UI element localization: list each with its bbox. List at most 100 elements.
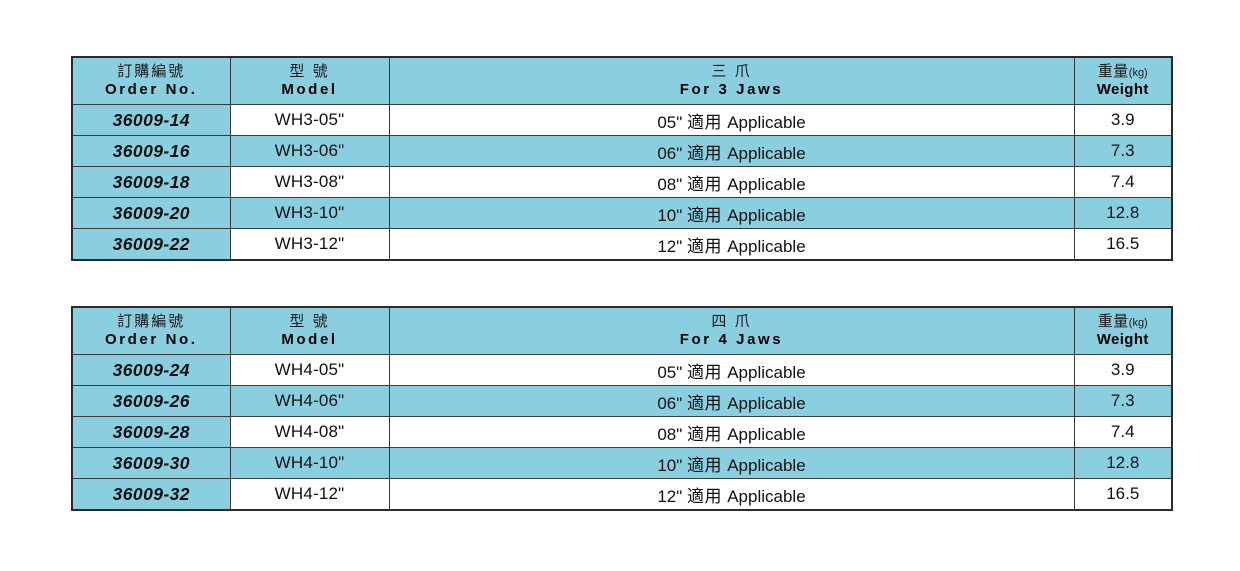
cell-applicable: 06" 適用 Applicable — [388, 135, 1075, 167]
cell-weight: 12.8 — [1073, 447, 1173, 479]
header-weight-cn: 重量(kg) — [1097, 313, 1148, 331]
header-order-no-en: Order No. — [104, 80, 198, 98]
cell-applicable-cn: 適用 — [686, 205, 728, 225]
cell-order-no: 36009-18 — [71, 166, 231, 198]
cell-applicable-cn: 適用 — [686, 393, 728, 413]
cell-applicable: 05" 適用 Applicable — [388, 354, 1075, 386]
cell-applicable-size: 10" — [657, 455, 687, 475]
header-for-jaws: 三 爪 For 3 Jaws — [388, 56, 1075, 105]
cell-model: WH3-10" — [229, 197, 390, 229]
cell-model: WH4-05" — [229, 354, 390, 386]
cell-applicable-cn: 適用 — [686, 236, 728, 256]
cell-order-no: 36009-28 — [71, 416, 231, 448]
cell-applicable-en: Applicable — [727, 393, 806, 413]
cell-model: WH4-12" — [229, 478, 390, 511]
cell-applicable-size: 05" — [657, 112, 687, 132]
cell-applicable: 06" 適用 Applicable — [388, 385, 1075, 417]
cell-applicable-cn: 適用 — [686, 424, 728, 444]
cell-applicable-size: 12" — [657, 486, 687, 506]
cell-order-no: 36009-32 — [71, 478, 231, 511]
cell-weight: 7.3 — [1073, 385, 1173, 417]
cell-weight: 3.9 — [1073, 104, 1173, 136]
cell-applicable-en: Applicable — [727, 143, 806, 163]
header-model-cn: 型 號 — [289, 313, 330, 331]
cell-weight: 16.5 — [1073, 478, 1173, 511]
header-weight: 重量(kg) Weight — [1073, 306, 1173, 355]
header-order-no-en: Order No. — [104, 330, 198, 348]
cell-order-no: 36009-22 — [71, 228, 231, 261]
cell-applicable: 10" 適用 Applicable — [388, 447, 1075, 479]
cell-applicable-size: 06" — [657, 393, 687, 413]
cell-order-no: 36009-14 — [71, 104, 231, 136]
cell-order-no: 36009-30 — [71, 447, 231, 479]
header-weight-unit: (kg) — [1128, 317, 1148, 330]
cell-applicable: 12" 適用 Applicable — [388, 228, 1075, 261]
cell-model: WH3-12" — [229, 228, 390, 261]
header-model: 型 號 Model — [229, 56, 390, 105]
cell-applicable: 08" 適用 Applicable — [388, 416, 1075, 448]
cell-order-no: 36009-16 — [71, 135, 231, 167]
cell-applicable: 10" 適用 Applicable — [388, 197, 1075, 229]
three-jaw-spec-table: 訂購編號 Order No. 型 號 Model 三 爪 For 3 Jaws — [71, 56, 1173, 261]
cell-applicable-en: Applicable — [727, 205, 806, 225]
cell-applicable-cn: 適用 — [686, 362, 728, 382]
header-order-no: 訂購編號 Order No. — [71, 56, 231, 105]
header-weight-en: Weight — [1096, 330, 1149, 348]
header-weight-en: Weight — [1096, 80, 1149, 98]
header-row: 訂購編號 Order No. 型 號 Model 四 爪 For 4 Jaws — [71, 306, 1173, 355]
cell-model: WH3-06" — [229, 135, 390, 167]
cell-model: WH4-08" — [229, 416, 390, 448]
cell-order-no: 36009-24 — [71, 354, 231, 386]
cell-weight: 7.3 — [1073, 135, 1173, 167]
cell-order-no: 36009-20 — [71, 197, 231, 229]
cell-weight: 7.4 — [1073, 166, 1173, 198]
header-model: 型 號 Model — [229, 306, 390, 355]
cell-applicable-en: Applicable — [727, 174, 806, 194]
header-for-jaws-en: For 3 Jaws — [679, 80, 784, 98]
cell-applicable-size: 08" — [657, 424, 687, 444]
cell-applicable: 12" 適用 Applicable — [388, 478, 1075, 511]
cell-applicable-size: 06" — [657, 143, 687, 163]
cell-applicable-en: Applicable — [727, 486, 806, 506]
cell-applicable-cn: 適用 — [686, 112, 728, 132]
header-model-en: Model — [281, 330, 338, 348]
header-weight-cn: 重量(kg) — [1097, 63, 1148, 81]
cell-applicable: 08" 適用 Applicable — [388, 166, 1075, 198]
header-row: 訂購編號 Order No. 型 號 Model 三 爪 For 3 Jaws — [71, 56, 1173, 105]
cell-applicable-en: Applicable — [727, 424, 806, 444]
cell-applicable-en: Applicable — [727, 455, 806, 475]
cell-applicable: 05" 適用 Applicable — [388, 104, 1075, 136]
cell-applicable-en: Applicable — [727, 112, 806, 132]
header-model-en: Model — [281, 80, 338, 98]
table-header: 訂購編號 Order No. 型 號 Model 三 爪 For 3 Jaws — [71, 56, 1173, 105]
header-order-no-cn: 訂購編號 — [117, 63, 186, 81]
cell-weight: 3.9 — [1073, 354, 1173, 386]
cell-applicable-cn: 適用 — [686, 486, 728, 506]
cell-weight: 7.4 — [1073, 416, 1173, 448]
cell-model: WH4-10" — [229, 447, 390, 479]
cell-model: WH3-05" — [229, 104, 390, 136]
header-weight: 重量(kg) Weight — [1073, 56, 1173, 105]
header-for-jaws-cn: 四 爪 — [711, 313, 752, 331]
cell-weight: 16.5 — [1073, 228, 1173, 261]
header-order-no-cn: 訂購編號 — [117, 313, 186, 331]
cell-applicable-en: Applicable — [727, 362, 806, 382]
cell-applicable-en: Applicable — [727, 236, 806, 256]
header-for-jaws-en: For 4 Jaws — [679, 330, 784, 348]
cell-model: WH3-08" — [229, 166, 390, 198]
cell-model: WH4-06" — [229, 385, 390, 417]
four-jaw-spec-table: 訂購編號 Order No. 型 號 Model 四 爪 For 4 Jaws — [71, 306, 1173, 511]
cell-applicable-size: 12" — [657, 236, 687, 256]
